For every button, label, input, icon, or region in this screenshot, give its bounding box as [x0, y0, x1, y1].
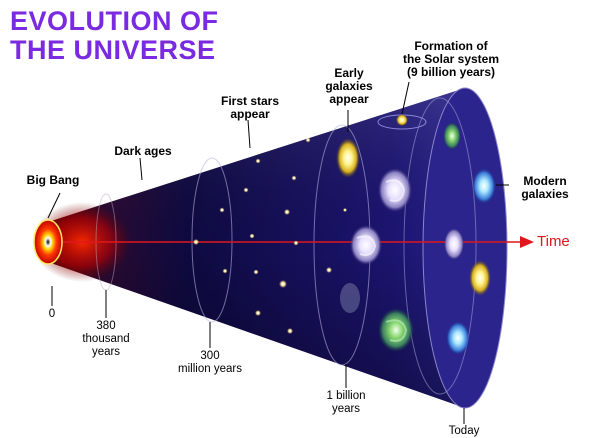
time-label-big-bang: 0 — [48, 308, 56, 320]
galaxy-spiral-arm — [385, 319, 408, 342]
label-leader-lines — [47, 81, 509, 424]
galaxy — [444, 228, 464, 260]
big-bang-burst — [34, 220, 62, 264]
first-stars-group — [193, 137, 347, 334]
star — [255, 158, 261, 164]
star — [284, 209, 290, 215]
label-big-bang: Big Bang — [26, 173, 80, 187]
label-first-stars: First stars appear — [220, 94, 280, 121]
time-axis-arrowhead — [520, 236, 534, 248]
time-axis-label: Time — [537, 233, 570, 250]
star — [193, 239, 199, 245]
galaxy — [340, 283, 360, 313]
star — [222, 268, 228, 274]
epoch-ring-first-stars — [191, 157, 233, 323]
modern-galaxies-group — [443, 122, 496, 355]
galaxy — [350, 225, 382, 265]
label-dark-ages: Dark ages — [114, 144, 172, 158]
solar-system-graphic — [377, 114, 427, 130]
time-label-dark-ages: 380 thousand years — [82, 320, 130, 358]
star — [249, 233, 255, 239]
star — [291, 175, 297, 181]
title-line-1: EVOLUTION OF — [10, 6, 219, 36]
galaxy-spiral-arm — [385, 179, 406, 202]
galaxy — [443, 122, 461, 150]
star — [343, 208, 347, 212]
star — [326, 267, 332, 273]
early-galaxies-group — [336, 138, 414, 352]
label-solar-system: Formation of the Solar system (9 billion… — [402, 39, 500, 79]
galaxy — [469, 260, 491, 296]
time-label-early-galaxies: 1 billion years — [326, 390, 366, 415]
star — [255, 310, 261, 316]
star — [243, 187, 249, 193]
galaxy — [472, 168, 496, 204]
star — [287, 328, 293, 334]
star — [293, 240, 299, 246]
cone-open-end — [422, 87, 508, 409]
label-early-galaxies: Early galaxies appear — [325, 66, 373, 106]
star — [279, 280, 287, 288]
label-modern-galaxies: Modern galaxies — [521, 174, 569, 201]
epoch-ring-modern — [403, 97, 477, 395]
galaxy — [446, 321, 470, 355]
title-line-2: THE UNIVERSE — [10, 35, 216, 65]
star — [253, 269, 259, 275]
galaxy — [378, 308, 414, 352]
star — [219, 207, 225, 213]
galaxy — [378, 168, 412, 212]
time-label-today: Today — [448, 425, 480, 437]
star — [305, 137, 311, 143]
time-label-first-stars: 300 million years — [178, 350, 242, 375]
big-bang-rim — [33, 219, 63, 265]
galaxy — [336, 138, 360, 178]
galaxy-spiral-arm — [356, 235, 377, 256]
